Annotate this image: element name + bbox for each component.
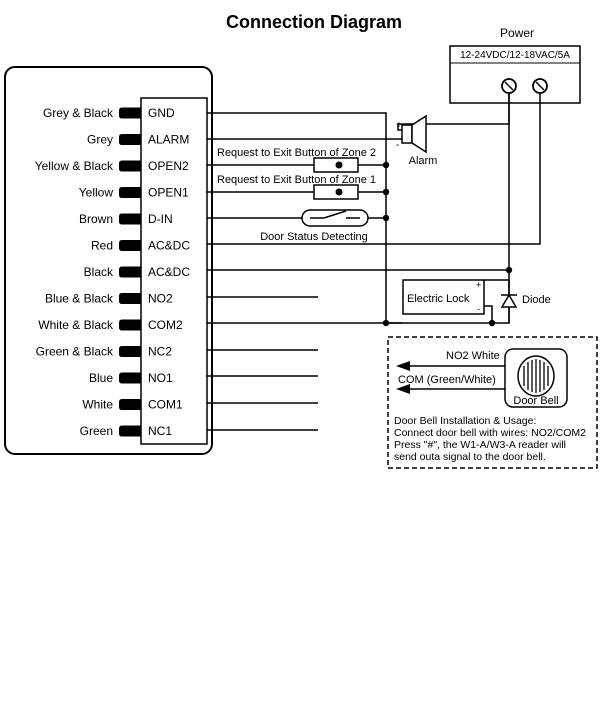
no2-arrow bbox=[396, 361, 505, 371]
controller-box bbox=[4, 66, 213, 455]
wire-pin bbox=[119, 213, 141, 225]
wire-color-label: Grey bbox=[87, 133, 113, 147]
wire-row: Red AC&DC bbox=[91, 239, 190, 253]
wire-row: Green & Black NC2 bbox=[36, 345, 173, 359]
wire-pin bbox=[119, 372, 141, 384]
electric-lock-label: Electric Lock bbox=[407, 293, 470, 305]
lock-plus-label: + bbox=[476, 280, 481, 290]
wire-row: White COM1 bbox=[82, 398, 183, 412]
terminal-label: NO1 bbox=[148, 371, 173, 385]
wire-pin bbox=[119, 240, 141, 251]
wire-pin bbox=[119, 187, 141, 198]
diode-icon bbox=[500, 293, 518, 308]
power-terminal-right bbox=[532, 78, 548, 94]
wire-row: Yellow OPEN1 bbox=[79, 186, 189, 200]
door-status-label: Door Status Detecting bbox=[260, 231, 368, 243]
wire-row: Blue & Black NO2 bbox=[45, 292, 173, 306]
exit-button-zone2 bbox=[313, 157, 359, 173]
exit-button-zone1-label: Request to Exit Button of Zone 1 bbox=[217, 174, 376, 186]
door-bell-section bbox=[387, 336, 598, 469]
wire-pin bbox=[119, 160, 141, 172]
wire-pin bbox=[119, 346, 141, 357]
bell-note-line-4: send outa signal to the door bell. bbox=[394, 451, 546, 463]
wire-row: Brown D-IN bbox=[79, 212, 173, 226]
wire-color-label: Blue & Black bbox=[45, 292, 114, 306]
terminal-label: NO2 bbox=[148, 292, 173, 306]
exit-button-zone1 bbox=[313, 184, 359, 200]
terminal-label: AC&DC bbox=[148, 265, 190, 279]
door-sensor-icon bbox=[301, 209, 369, 227]
wire-color-label: Brown bbox=[79, 212, 113, 226]
alarm-minus-label: - bbox=[396, 140, 399, 151]
wire-row: Yellow & Black OPEN2 bbox=[35, 159, 189, 173]
terminal-label: GND bbox=[148, 106, 175, 120]
com-arrow bbox=[396, 384, 505, 394]
wire-color-label: White bbox=[82, 398, 113, 412]
wire-color-label: Green bbox=[80, 424, 113, 438]
terminal-label: ALARM bbox=[148, 133, 189, 147]
terminal-label: NC2 bbox=[148, 345, 172, 359]
power-terminal-left bbox=[501, 78, 517, 94]
wire-row: White & Black COM2 bbox=[38, 318, 183, 332]
wire-pin bbox=[119, 107, 141, 119]
electric-lock-box bbox=[402, 279, 485, 315]
terminal-label: OPEN2 bbox=[148, 159, 189, 173]
wire-row: Blue NO1 bbox=[89, 371, 173, 385]
wire-color-label: Green & Black bbox=[36, 345, 114, 359]
bell-note: Door Bell Installation & Usage: Connect … bbox=[394, 415, 586, 463]
diagram-title: Connection Diagram bbox=[226, 12, 402, 32]
power-spec: 12-24VDC/12-18VAC/5A bbox=[460, 50, 570, 61]
wire-pin bbox=[119, 319, 141, 331]
exit-button-zone2-label: Request to Exit Button of Zone 2 bbox=[217, 147, 376, 159]
wire-color-label: Yellow bbox=[79, 186, 114, 200]
wire-pin bbox=[119, 425, 141, 437]
com-green-white-label: COM (Green/White) bbox=[398, 374, 496, 386]
wiring bbox=[207, 93, 541, 431]
power-label: Power bbox=[500, 26, 534, 40]
terminal-label: AC&DC bbox=[148, 239, 190, 253]
no2-white-label: NO2 White bbox=[446, 350, 500, 362]
wire-row: Black AC&DC bbox=[84, 265, 191, 279]
wire-row: Grey ALARM bbox=[87, 133, 189, 147]
bell-note-line-2: Connect door bell with wires: NO2/COM2 bbox=[394, 427, 586, 439]
power-supply-box bbox=[449, 45, 581, 104]
alarm-label: Alarm bbox=[409, 155, 438, 167]
lock-minus-label: - bbox=[477, 304, 480, 314]
wire-color-label: Grey & Black bbox=[43, 106, 114, 120]
alarm-plus-label: + bbox=[396, 120, 402, 131]
wire-pin bbox=[119, 293, 141, 304]
wire-row: Grey & Black GND bbox=[43, 106, 175, 120]
wire-color-label: Yellow & Black bbox=[35, 159, 114, 173]
door-bell-icon bbox=[517, 355, 555, 397]
door-bell-label: Door Bell bbox=[513, 395, 558, 407]
wire-pin bbox=[119, 399, 141, 410]
junction-dots bbox=[382, 161, 513, 327]
bell-note-line-3: Press "#", the W1-A/W3-A reader will bbox=[394, 439, 566, 451]
wire-row: Green NC1 bbox=[80, 424, 173, 438]
wire-color-label: Red bbox=[91, 239, 113, 253]
bell-note-line-1: Door Bell Installation & Usage: bbox=[394, 415, 536, 427]
terminal-label: NC1 bbox=[148, 424, 172, 438]
wire-color-label: White & Black bbox=[38, 318, 114, 332]
terminal-label: COM1 bbox=[148, 398, 183, 412]
wire-color-label: Blue bbox=[89, 371, 113, 385]
terminal-label: OPEN1 bbox=[148, 186, 189, 200]
wire-pin bbox=[119, 134, 141, 145]
terminal-label: COM2 bbox=[148, 318, 183, 332]
wire-pin bbox=[119, 266, 141, 278]
terminal-label: D-IN bbox=[148, 212, 173, 226]
diode-label: Diode bbox=[522, 294, 551, 306]
wire-color-label: Black bbox=[84, 265, 114, 279]
alarm-speaker-icon bbox=[401, 114, 427, 154]
